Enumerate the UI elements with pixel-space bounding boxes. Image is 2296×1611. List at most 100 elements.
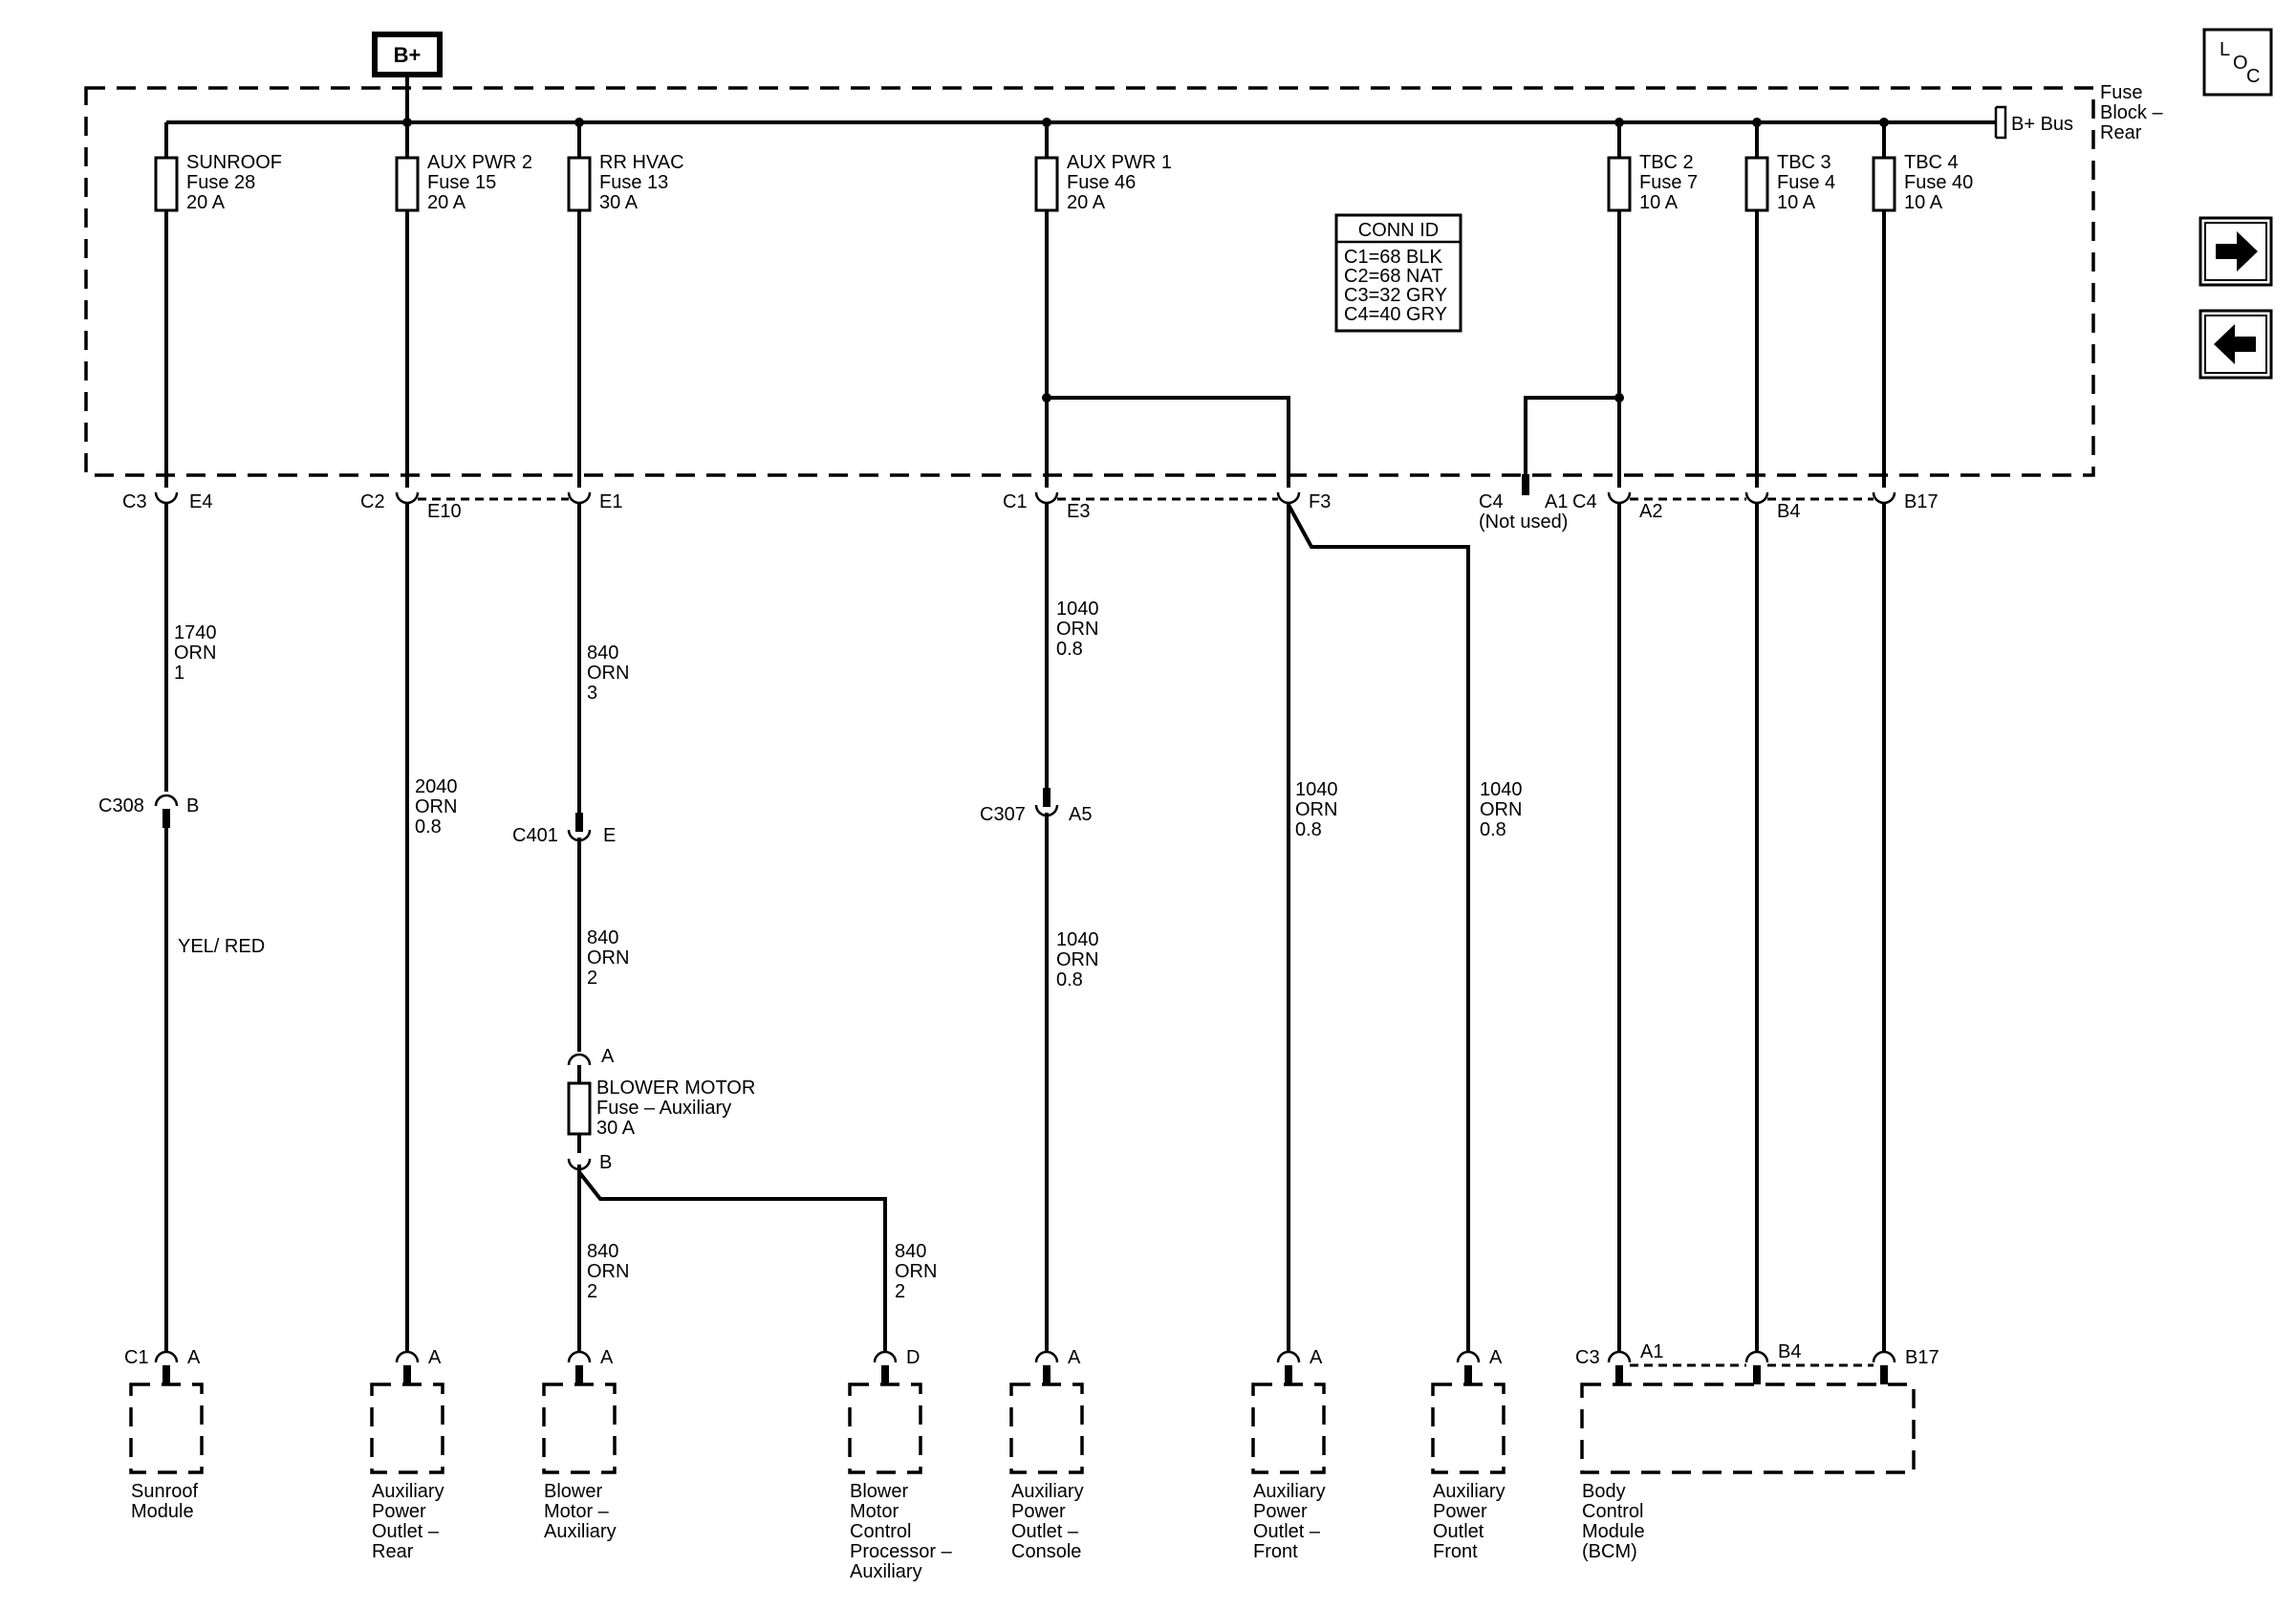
fuse-tbc-4: TBC 4 Fuse 40 10 A xyxy=(1872,122,1973,488)
conn-id-row: C2=68 NAT xyxy=(1344,266,1443,287)
pin-label: A5 xyxy=(1069,804,1092,825)
conn-id-title: CONN ID xyxy=(1358,220,1439,241)
wire-size: 2 xyxy=(587,968,597,989)
sunroof-module: Sunroof Module xyxy=(129,1382,204,1522)
fuse-name: SUNROOF xyxy=(186,152,282,173)
component-label: Processor – xyxy=(850,1541,953,1562)
b-plus-bus-label: B+ Bus xyxy=(2011,114,2073,135)
wire-gauge: 1040 xyxy=(1480,779,1523,800)
wire-color: ORN xyxy=(587,663,629,684)
loc-letter: C xyxy=(2246,66,2260,87)
fuse-rating: 30 A xyxy=(599,192,639,213)
conn-id-row: C4=40 GRY xyxy=(1344,304,1447,325)
wire-color: YEL/ RED xyxy=(178,936,265,957)
wire-size: 2 xyxy=(587,1281,597,1302)
fuse-number: Fuse 7 xyxy=(1639,172,1698,193)
pin-label: D xyxy=(906,1347,920,1368)
fuse-rating: 10 A xyxy=(1639,192,1679,213)
wire-color: ORN xyxy=(587,1261,629,1282)
component-label: Power xyxy=(1011,1501,1066,1522)
fuse-number: Fuse 15 xyxy=(427,172,496,193)
conn-id-table: CONN ID C1=68 BLK C2=68 NAT C3=32 GRY C4… xyxy=(1334,213,1462,333)
arrow-right-icon[interactable] xyxy=(2199,216,2273,287)
circuit-bcm xyxy=(1617,503,1886,1351)
wire-color: ORN xyxy=(895,1261,937,1282)
connector-label: C3 xyxy=(122,491,147,512)
aux-power-outlet-console: Auxiliary Power Outlet – Console xyxy=(1009,1382,1084,1562)
fuse-name: AUX PWR 1 xyxy=(1067,152,1172,173)
pin-label: E10 xyxy=(427,501,462,522)
component-label: Auxiliary xyxy=(1253,1481,1326,1502)
component-label: Auxiliary xyxy=(544,1521,617,1542)
component-label: Front xyxy=(1253,1541,1298,1562)
component-label: Power xyxy=(372,1501,426,1522)
loc-icon[interactable]: L O C xyxy=(2202,28,2273,97)
wire-color: ORN xyxy=(174,642,216,664)
component-label: Rear xyxy=(372,1541,414,1562)
wire-gauge: 1040 xyxy=(1056,929,1099,950)
aux-power-outlet-front-2: Auxiliary Power Outlet Front xyxy=(1431,1382,1505,1562)
component-label: Outlet – xyxy=(1253,1521,1321,1542)
component-label: Auxiliary xyxy=(1011,1481,1084,1502)
fuse-block-label-3: Rear xyxy=(2100,122,2142,143)
pin-label: E1 xyxy=(599,491,622,512)
loc-letter: L xyxy=(2220,39,2230,60)
pin-label: B17 xyxy=(1904,491,1939,512)
wire-size: 2 xyxy=(895,1281,905,1302)
fuse-block-label-2: Block – xyxy=(2100,102,2163,123)
connector-label: C401 xyxy=(512,825,558,846)
wire-size: 0.8 xyxy=(1295,819,1322,840)
fuse-aux-pwr-1: AUX PWR 1 Fuse 46 20 A xyxy=(1034,122,1290,488)
component-label: Module xyxy=(1582,1521,1645,1542)
component-label: Console xyxy=(1011,1541,1081,1562)
wire-gauge: 1040 xyxy=(1056,599,1099,620)
bottom-connector-row: C1 A A A D A A A C3 A1 B4 B17 xyxy=(124,1341,1939,1384)
wire-size: 1 xyxy=(174,663,184,684)
pin-label: A xyxy=(1310,1347,1323,1368)
connector-label: C1 xyxy=(124,1347,149,1368)
loc-letter: O xyxy=(2233,53,2248,74)
component-label: Outlet xyxy=(1433,1521,1484,1542)
body-control-module: Body Control Module (BCM) xyxy=(1580,1382,1916,1562)
component-label: Blower xyxy=(544,1481,602,1502)
component-label: Power xyxy=(1433,1501,1487,1522)
b-plus-source-label: B+ xyxy=(394,43,422,67)
pin-label: A1 xyxy=(1640,1341,1663,1362)
connector-label: C3 xyxy=(1575,1347,1600,1368)
connector-label: C2 xyxy=(360,491,385,512)
fuse-number: Fuse 28 xyxy=(186,172,255,193)
component-label: Blower xyxy=(850,1481,908,1502)
wire-size: 0.8 xyxy=(415,816,442,838)
pin-label: B17 xyxy=(1905,1347,1939,1368)
aux-power-outlet-front-1: Auxiliary Power Outlet – Front xyxy=(1251,1382,1326,1562)
blower-motor-fuse xyxy=(567,1081,592,1136)
not-used-note: (Not used) xyxy=(1479,512,1568,533)
arrow-left-icon[interactable] xyxy=(2199,309,2273,380)
pin-label: A1 xyxy=(1545,491,1568,512)
wire-gauge: 2040 xyxy=(415,776,458,797)
component-label: Body xyxy=(1582,1481,1626,1502)
blower-motor-control-processor: Blower Motor Control Processor – Auxilia… xyxy=(848,1382,953,1582)
component-label: Auxiliary xyxy=(1433,1481,1505,1502)
aux-power-outlet-rear: Auxiliary Power Outlet – Rear xyxy=(370,1382,444,1562)
circuit-aux-pwr-rear: 2040 ORN 0.8 xyxy=(405,503,458,1351)
pin-label: A xyxy=(187,1347,201,1368)
pin-label: A xyxy=(600,1347,614,1368)
wire-gauge: 840 xyxy=(895,1241,926,1262)
connector-label: C4 xyxy=(1479,491,1504,512)
component-label: Power xyxy=(1253,1501,1308,1522)
component-label: Sunroof xyxy=(131,1481,198,1502)
wire-color: ORN xyxy=(587,947,629,969)
pin-label: A2 xyxy=(1639,501,1662,522)
pin-label: A xyxy=(1489,1347,1503,1368)
component-label: Motor xyxy=(850,1501,899,1522)
fuse-rating: 30 A xyxy=(596,1118,636,1139)
wire-color: ORN xyxy=(1056,619,1098,640)
connector-label: C4 xyxy=(1572,491,1597,512)
conn-id-row: C3=32 GRY xyxy=(1344,285,1447,306)
fuse-number: Fuse 13 xyxy=(599,172,668,193)
fuse-rating: 20 A xyxy=(1067,192,1106,213)
pin-label: A xyxy=(428,1347,442,1368)
fuse-block-rear: B+ Fuse Block – Rear B+ Bus xyxy=(84,32,2163,477)
pin-label: A xyxy=(1068,1347,1081,1368)
